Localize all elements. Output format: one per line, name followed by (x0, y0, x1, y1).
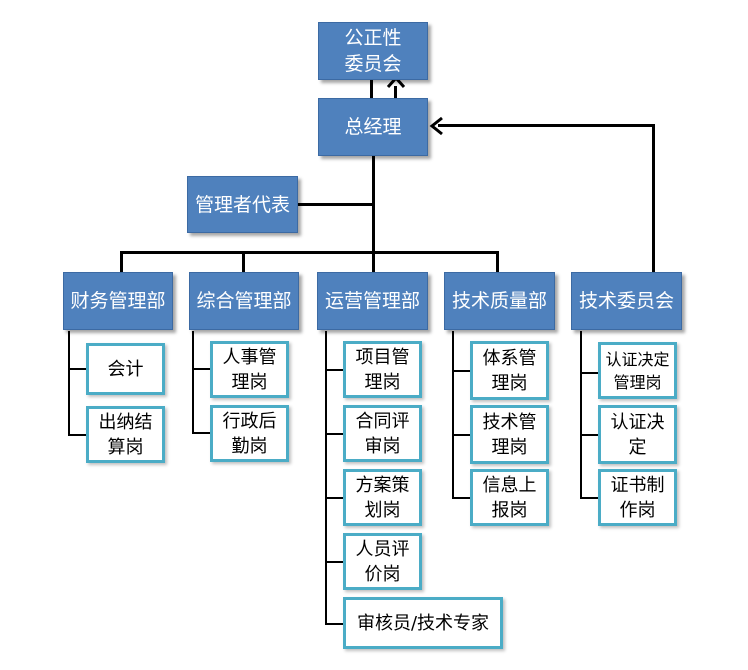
connector-tc-post-1 (580, 372, 598, 374)
connector-tq-post-3 (452, 497, 470, 499)
operations-department-node: 运营管理部 (317, 272, 428, 330)
general-department-node: 综合管理部 (189, 272, 299, 330)
connector-ops-post-4 (325, 561, 343, 563)
management-representative-node: 管理者代表 (187, 176, 298, 233)
connector-ops-post-5 (325, 623, 343, 625)
tc-post-decision: 认证决 定 (598, 405, 677, 464)
connector-ops-post-3 (325, 497, 343, 499)
connector-tq-post-1 (452, 370, 470, 372)
finance-post-accounting: 会计 (86, 343, 165, 395)
connector-dept-tech-quality (496, 251, 499, 274)
connector-ops-posts (325, 331, 327, 625)
connector-ops-post-1 (325, 369, 343, 371)
connector-ops-post-2 (325, 433, 343, 435)
finance-department-node: 财务管理部 (63, 272, 173, 330)
general-post-admin: 行政后 勤岗 (210, 405, 289, 462)
tq-post-system: 体系管 理岗 (470, 341, 549, 400)
connector-tq-post-2 (452, 434, 470, 436)
ops-post-personnel: 人员评 价岗 (343, 533, 422, 590)
connector-general-posts (192, 331, 194, 434)
tq-post-technical: 技术管 理岗 (470, 405, 549, 464)
tc-post-certificate: 证书制 作岗 (598, 469, 677, 526)
general-post-hr: 人事管 理岗 (210, 341, 289, 398)
technical-quality-department-node: 技术质量部 (444, 272, 555, 330)
ops-post-project: 项目管 理岗 (343, 341, 422, 398)
connector-general-post-2 (192, 432, 210, 434)
ops-post-planning: 方案策 划岗 (343, 469, 422, 526)
connector-tc-posts (580, 331, 582, 499)
finance-post-cashier: 出纳结 算岗 (86, 406, 165, 463)
technical-committee-node: 技术委员会 (571, 272, 682, 330)
connector-tq-posts (452, 331, 454, 499)
connector-finance-post-2 (68, 434, 86, 436)
connector-gm-trunk (372, 156, 375, 274)
connector-committee-gm-right (394, 86, 397, 100)
tq-post-reporting: 信息上 报岗 (470, 469, 549, 526)
tc-post-decision-management: 认证决定 管理岗 (598, 342, 677, 399)
connector-tc-post-3 (580, 497, 598, 499)
connector-general-post-1 (192, 368, 210, 370)
ops-post-auditor: 审核员/技术专家 (343, 597, 503, 649)
connector-dept-finance (120, 251, 123, 274)
connector-feedback-horizontal (438, 124, 655, 127)
connector-dept-bus (120, 251, 498, 254)
connector-finance-post-1 (68, 368, 86, 370)
connector-feedback-vertical (652, 124, 655, 274)
connector-rep (298, 203, 374, 206)
impartiality-committee-node: 公正性 委员会 (318, 22, 428, 80)
connector-finance-posts (68, 331, 70, 436)
general-manager-node: 总经理 (318, 98, 428, 156)
connector-tc-post-2 (580, 434, 598, 436)
connector-committee-gm-left (370, 80, 373, 100)
arrow-left-icon (429, 116, 443, 136)
ops-post-contract: 合同评 审岗 (343, 405, 422, 462)
connector-dept-general (242, 251, 245, 274)
